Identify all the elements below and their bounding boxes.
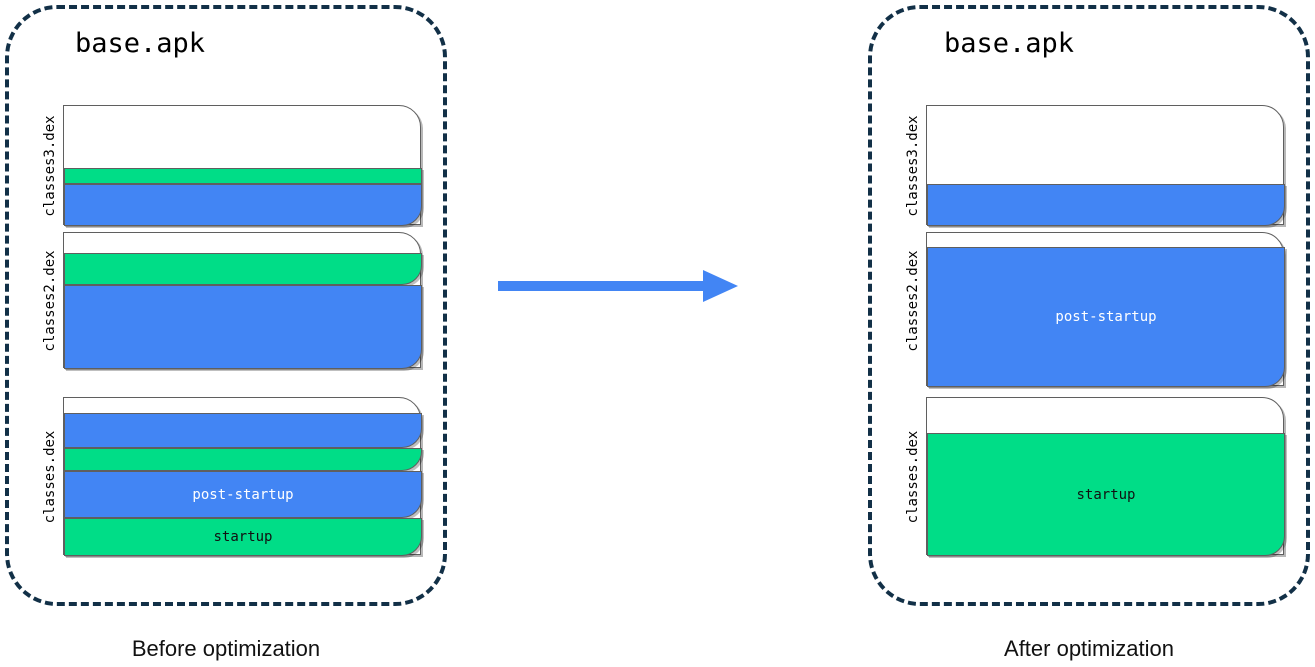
layer-startup-a-classes-before: [64, 448, 422, 471]
layer-startup-classes-after: startup: [927, 433, 1285, 556]
arrow-right-icon: [498, 270, 738, 302]
layer-startup-labeled-classes-before: startup: [64, 518, 422, 556]
dex-label-classes3-after: classes3.dex: [905, 115, 921, 217]
dex-label-classes-before: classes.dex: [42, 430, 58, 524]
apk-panel-after: [868, 5, 1310, 606]
caption-before-optimization: Before optimization: [131, 636, 321, 661]
layer-post-startup-classes3-after: [927, 184, 1285, 226]
dex-block-classes-before: post-startup startup: [63, 397, 422, 556]
layer-post-startup-classes3-before: [64, 184, 422, 226]
layer-post-startup-classes2-before: [64, 285, 422, 369]
layer-startup-classes2-before: [64, 253, 422, 285]
layer-post-startup-classes2-after: post-startup: [927, 247, 1285, 387]
dex-block-classes3-after: [926, 105, 1285, 226]
layer-post-startup-labeled-classes-before: post-startup: [64, 471, 422, 518]
dex-block-classes2-before: [63, 232, 422, 369]
caption-after-optimization: After optimization: [1004, 636, 1174, 661]
apk-title-after: base.apk: [944, 28, 1075, 59]
apk-title-before: base.apk: [75, 28, 206, 59]
layer-startup-classes3-before: [64, 168, 422, 184]
dex-label-classes3-before: classes3.dex: [42, 115, 58, 217]
apk-panel-before: [5, 5, 447, 606]
optimization-arrow: [498, 266, 738, 306]
dex-label-classes-after: classes.dex: [905, 430, 921, 524]
dex-block-classes-after: startup: [926, 397, 1285, 556]
dex-block-classes2-after: post-startup: [926, 232, 1285, 387]
dex-block-classes3-before: [63, 105, 422, 226]
layer-post-startup-a-classes-before: [64, 413, 422, 448]
dex-label-classes2-before: classes2.dex: [42, 250, 58, 352]
dex-label-classes2-after: classes2.dex: [905, 250, 921, 352]
